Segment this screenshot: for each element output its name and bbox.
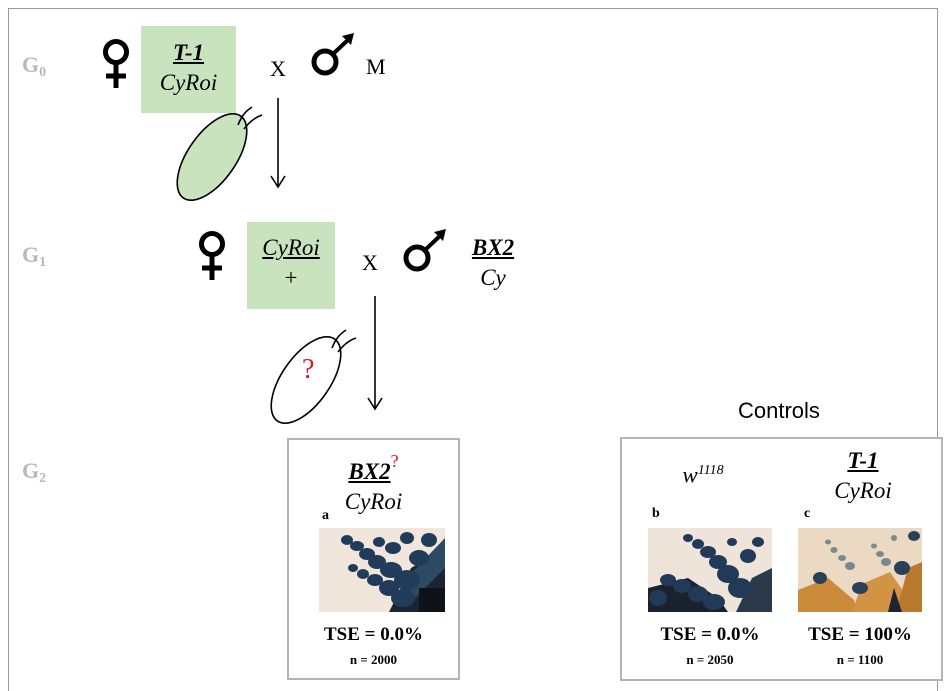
g0-cross-symbol: X (270, 56, 286, 81)
panel-a-genotype-bottom: CyRoi (344, 489, 403, 514)
generation-label-g0: G0 (22, 52, 47, 80)
control-b-genotype: w1118 (648, 456, 758, 491)
generation-label-g2: G2 (22, 458, 47, 486)
g0-male-genotype: M (366, 54, 386, 79)
controls-title: Controls (738, 398, 820, 423)
g0-female-genotype: T-1 CyRoi (141, 38, 236, 98)
control-b-genotype-main: w (682, 462, 698, 488)
egg-question-mark: ? (302, 354, 315, 385)
g1-cross-symbol: X (362, 250, 378, 275)
control-c-genotype: T-1 CyRoi (800, 446, 926, 506)
female-symbol-icon (103, 39, 129, 88)
control-b-n: n = 2050 (686, 652, 734, 667)
male-symbol-icon (403, 229, 446, 272)
control-c-genotype-top: T-1 (847, 448, 879, 473)
ovary-photo-a (319, 528, 445, 612)
g1-female-genotype: CyRoi + (247, 233, 335, 293)
g1-male-genotype: BX2 Cy (458, 233, 528, 293)
control-c-tse: TSE = 100% (808, 624, 912, 645)
g1-female-genotype-top: CyRoi (262, 235, 320, 260)
figure-frame (8, 8, 938, 691)
panel-a-tse: TSE = 0.0% (324, 624, 423, 645)
control-b-genotype-sup: 1118 (697, 463, 724, 478)
g1-male-genotype-top: BX2 (471, 235, 515, 260)
g1-female-genotype-box (247, 222, 335, 309)
control-c-n: n = 1100 (836, 652, 884, 667)
g1-male-genotype-bottom: Cy (480, 265, 506, 290)
panel-a-genotype: BX2? CyRoi (287, 446, 460, 517)
white-egg-icon (270, 329, 357, 425)
panel-a-genotype-mark: ? (390, 451, 399, 471)
g1-down-arrow-icon (367, 296, 383, 411)
g0-female-genotype-top: T-1 (172, 40, 205, 65)
generation-label-g1: G1 (22, 242, 47, 270)
g0-female-genotype-box (141, 26, 236, 113)
panel-a-label: a (322, 508, 329, 523)
ovary-photo-b (648, 528, 772, 612)
panel-a-n: n = 2000 (349, 652, 398, 667)
green-egg-icon (176, 106, 263, 202)
panel-a-genotype-top: BX2 (348, 459, 391, 484)
female-symbol-icon (199, 231, 225, 280)
g0-female-genotype-bottom: CyRoi (159, 70, 218, 95)
g0-down-arrow-icon (270, 98, 286, 189)
control-b-tse: TSE = 0.0% (660, 624, 760, 645)
male-symbol-icon (311, 33, 354, 76)
control-c-label: c (804, 506, 811, 521)
control-c-genotype-bottom: CyRoi (834, 478, 892, 503)
control-b-label: b (652, 506, 660, 521)
ovary-photo-c (798, 528, 922, 612)
g1-female-genotype-bottom: + (284, 265, 298, 290)
